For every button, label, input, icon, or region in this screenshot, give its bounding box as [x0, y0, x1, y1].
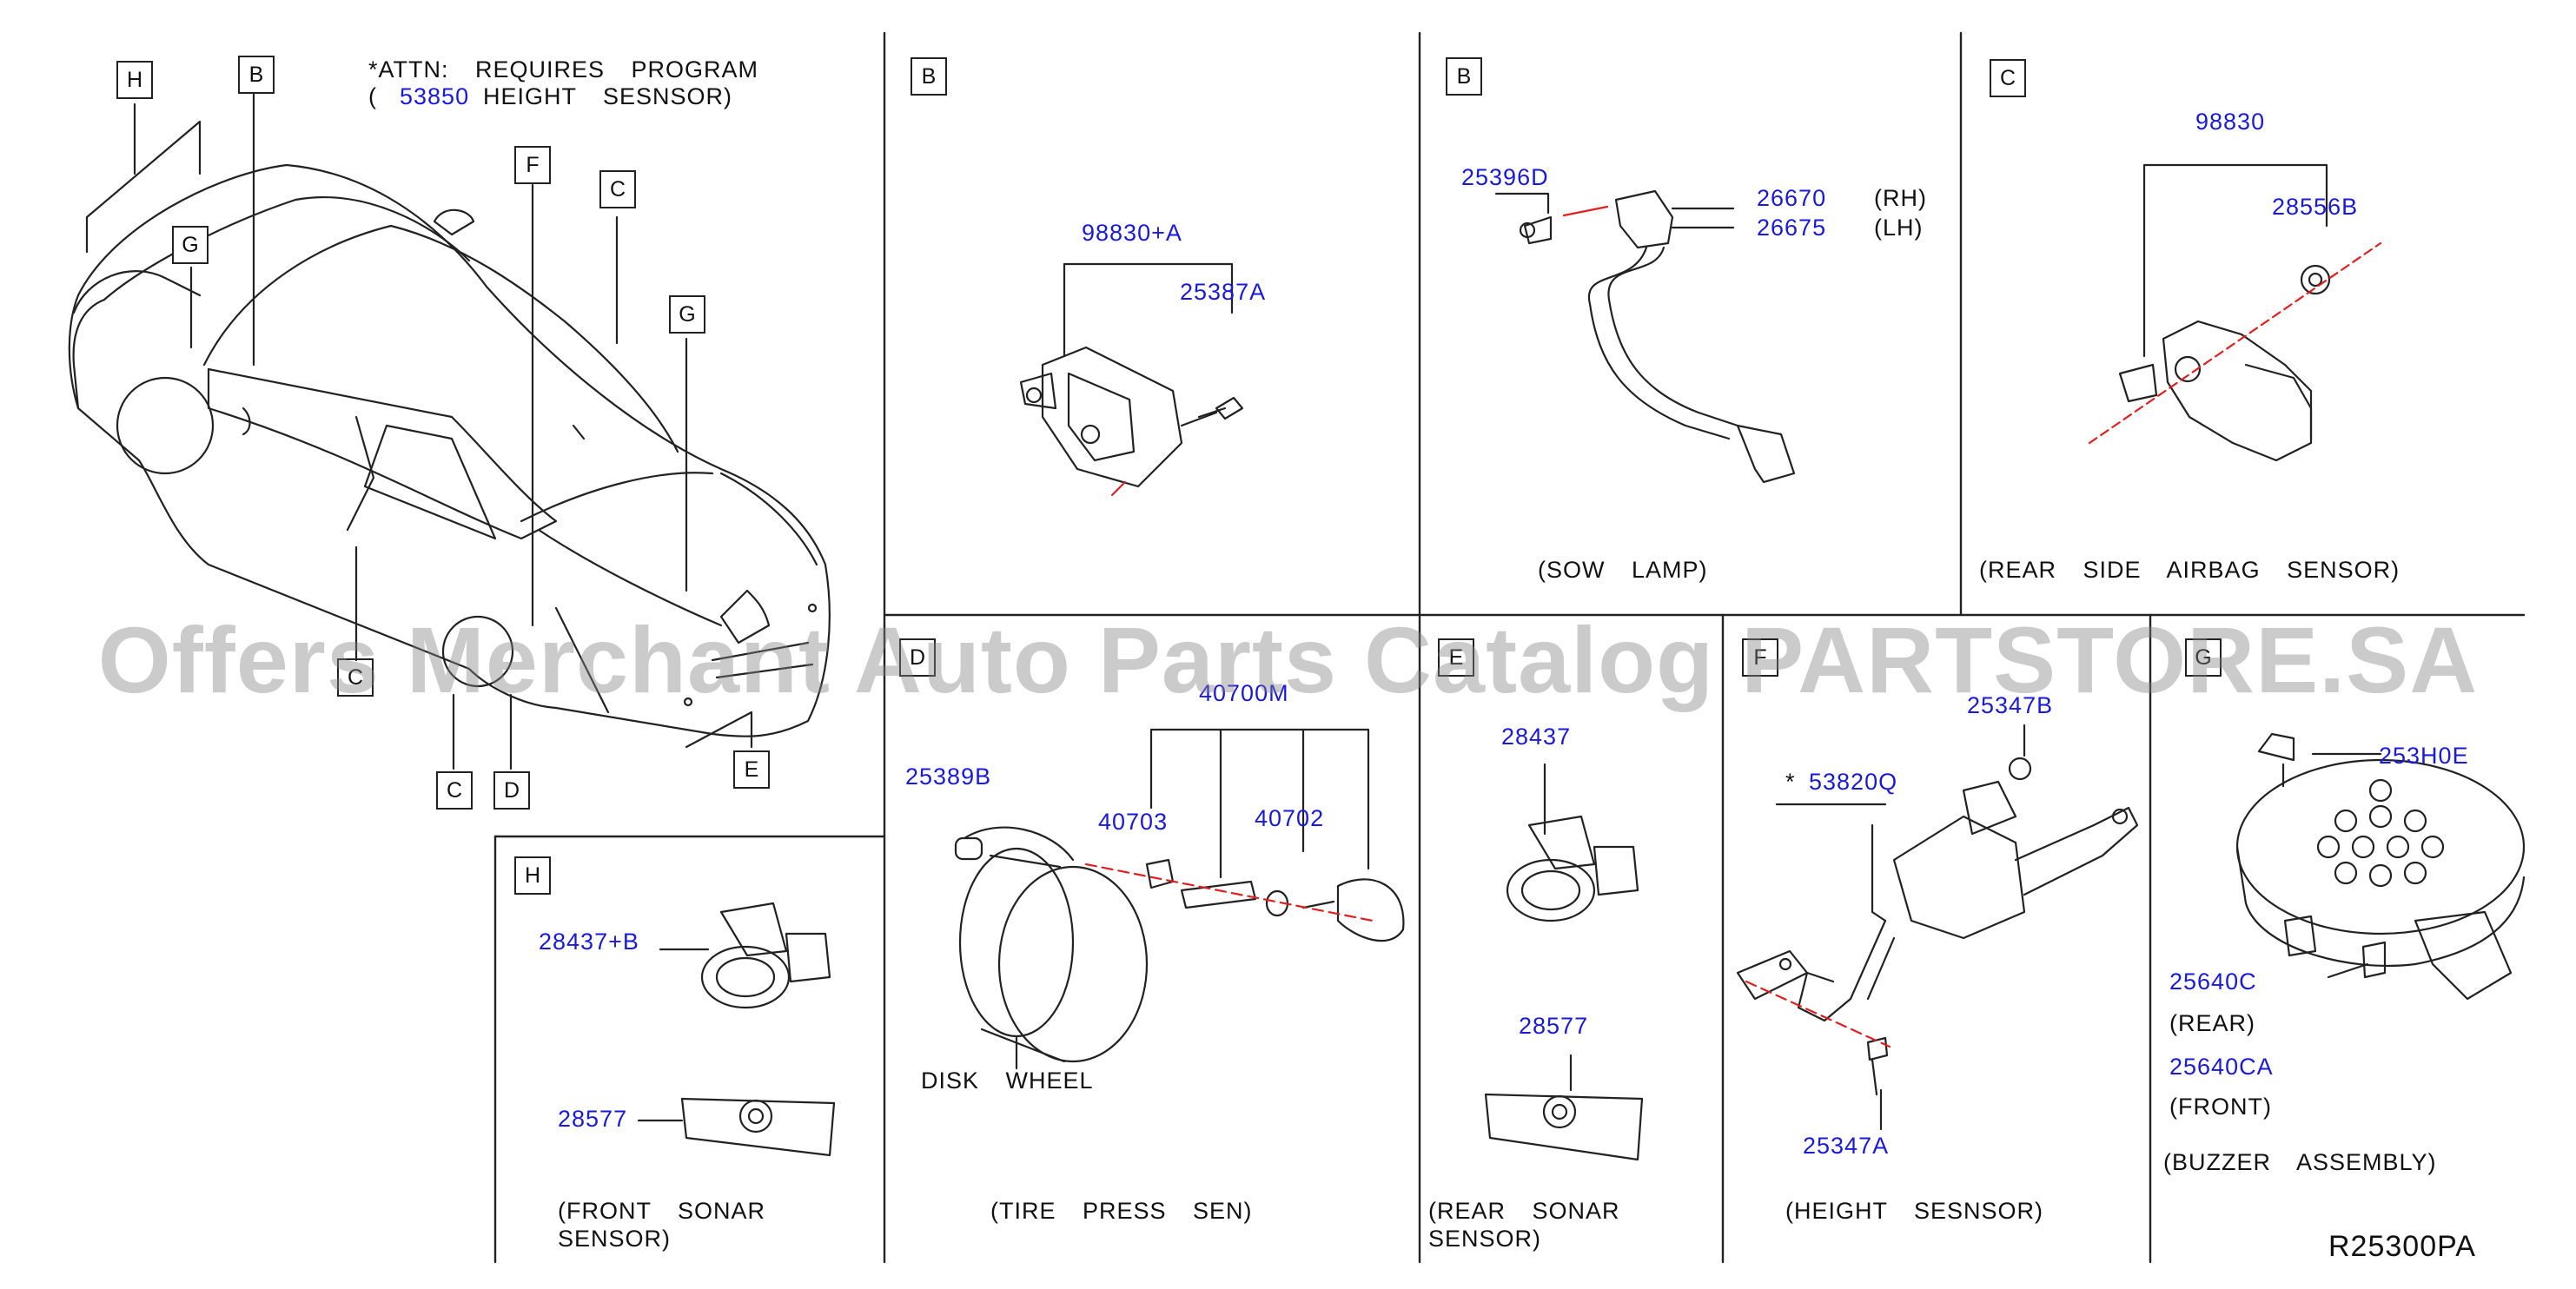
part-number-28556b[interactable]: 28556B — [2272, 194, 2359, 220]
rear-side-airbag-caption: (REAR SIDE AIRBAG SENSOR) — [1979, 557, 2401, 583]
part-leader-lines — [637, 724, 2382, 1131]
part-number-25387a[interactable]: 25387A — [1180, 279, 1267, 305]
attn-note-open-paren: ( — [368, 83, 377, 109]
part-number-28437-b[interactable]: 28437+B — [539, 929, 639, 955]
panel-h-letter: H — [514, 856, 551, 895]
attn-note-line2: HEIGHT SESNSOR) — [483, 83, 733, 109]
panel-f-letter: F — [1742, 638, 1778, 677]
car-marker-g-rear[interactable]: G — [669, 295, 705, 334]
rear-sonar-caption-line1: (REAR SONAR — [1428, 1198, 1620, 1224]
part-number-98830-a[interactable]: 98830+A — [1082, 220, 1182, 246]
part-number-53820q[interactable]: 53820Q — [1809, 769, 1898, 795]
panel-e-letter: E — [1438, 638, 1474, 677]
front-label: (FRONT) — [2169, 1094, 2272, 1120]
rear-sonar-caption-line2: SENSOR) — [1428, 1226, 1542, 1252]
front-sonar-caption-line2: SENSOR) — [558, 1226, 672, 1252]
panel-g-letter: G — [2185, 638, 2222, 677]
part-number-26670[interactable]: 26670 — [1757, 185, 1827, 211]
part-number-25640ca[interactable]: 25640CA — [2169, 1054, 2274, 1080]
rear-label: (REAR) — [2169, 1010, 2255, 1036]
part-number-40700m[interactable]: 40700M — [1199, 680, 1289, 706]
part-number-40702[interactable]: 40702 — [1255, 805, 1325, 831]
part-number-28577-rear[interactable]: 28577 — [1519, 1013, 1589, 1039]
car-marker-d[interactable]: D — [493, 771, 530, 810]
diagram-reference-code: R25300PA — [2328, 1230, 2476, 1263]
part-number-26675[interactable]: 26675 — [1757, 215, 1827, 241]
part-number-25347a[interactable]: 25347A — [1803, 1133, 1890, 1159]
car-marker-h[interactable]: H — [116, 61, 153, 99]
disk-wheel-label: DISK WHEEL — [921, 1068, 1094, 1094]
part-number-98830[interactable]: 98830 — [2195, 109, 2266, 135]
rear-sonar-sensor-drawing — [1484, 763, 1644, 1161]
part-number-25396d[interactable]: 25396D — [1461, 164, 1549, 190]
attn-note-line1: *ATTN: REQUIRES PROGRAM — [368, 56, 759, 83]
height-sensor-drawing — [1736, 757, 2139, 1096]
part-number-25389b[interactable]: 25389B — [905, 763, 992, 790]
part-number-53850[interactable]: 53850 — [400, 83, 470, 109]
watermark-text: Offers Merchant Auto Parts Catalog PARTS… — [97, 607, 2479, 712]
buzzer-assembly-caption: (BUZZER ASSEMBLY) — [2163, 1149, 2437, 1175]
buzzer-assembly-drawing — [2235, 732, 2526, 1001]
part-number-28577-front[interactable]: 28577 — [558, 1106, 628, 1132]
panel-b2-letter: B — [1446, 57, 1482, 96]
panel-b1-letter: B — [911, 57, 947, 96]
lh-label: (LH) — [1874, 215, 1924, 241]
car-marker-f[interactable]: F — [514, 146, 551, 184]
part-number-253h0e[interactable]: 253H0E — [2379, 743, 2469, 769]
part-number-25640c[interactable]: 25640C — [2169, 968, 2257, 995]
sow-lamp-caption: (SOW LAMP) — [1538, 557, 1708, 583]
height-sensor-caption: (HEIGHT SESNSOR) — [1785, 1198, 2044, 1224]
sow-lamp-drawing — [1494, 189, 1796, 484]
car-marker-e[interactable]: E — [733, 750, 770, 789]
tire-press-sen-caption: (TIRE PRESS SEN) — [990, 1198, 1253, 1224]
front-impact-sensor-drawing — [1019, 262, 1244, 497]
car-marker-c-top[interactable]: C — [599, 170, 636, 208]
car-illustration — [68, 92, 831, 770]
panel-c-letter: C — [1990, 59, 2026, 97]
car-marker-c-bottom[interactable]: C — [436, 771, 473, 810]
panel-d-letter: D — [899, 638, 936, 677]
rh-label: (RH) — [1874, 185, 1927, 211]
part-number-40703[interactable]: 40703 — [1098, 809, 1169, 835]
car-marker-g-front[interactable]: G — [172, 226, 209, 264]
panel-grid-lines — [493, 31, 2526, 1264]
part-number-25347b[interactable]: 25347B — [1967, 692, 2054, 718]
car-marker-c-side[interactable]: C — [337, 658, 374, 697]
tire-pressure-sensor-drawing — [954, 728, 1405, 1070]
part-number-28437[interactable]: 28437 — [1501, 724, 1572, 750]
front-sonar-sensor-drawing — [680, 902, 836, 1157]
airbag-sensor-drawing — [2088, 163, 2382, 462]
program-required-star: * — [1785, 769, 1796, 795]
car-marker-b[interactable]: B — [238, 56, 275, 94]
front-sonar-caption-line1: (FRONT SONAR — [558, 1198, 766, 1224]
